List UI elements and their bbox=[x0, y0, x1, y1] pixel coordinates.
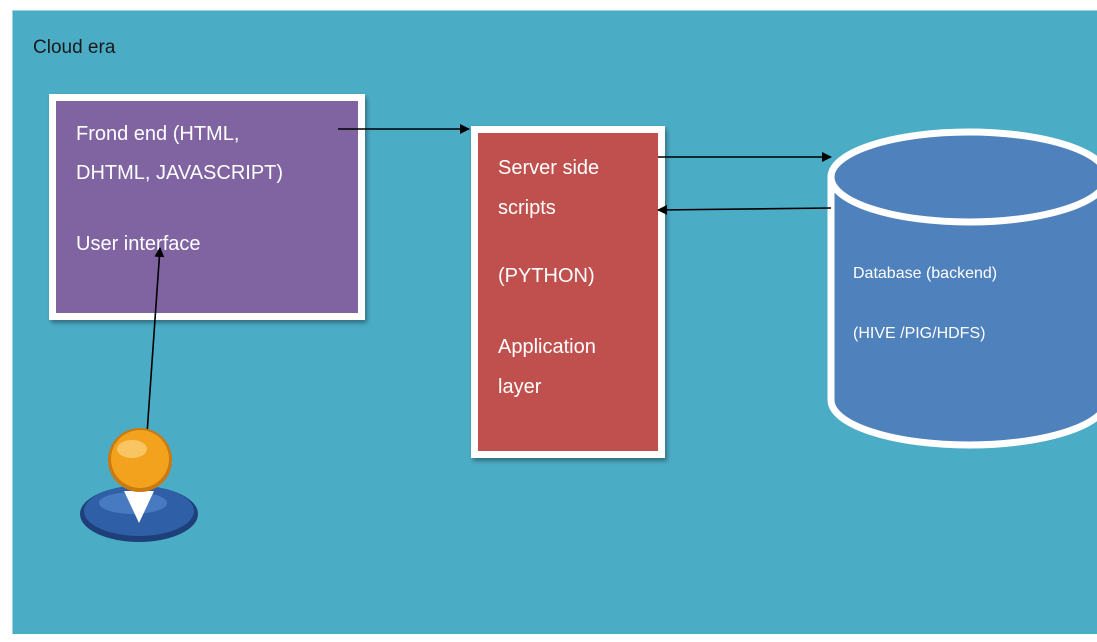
diagram-overlay bbox=[80, 124, 1097, 542]
database-cylinder bbox=[827, 128, 1097, 449]
server-label-line2: scripts bbox=[498, 197, 556, 219]
frontend-box: Frond end (HTML, DHTML, JAVASCRIPT) User… bbox=[49, 94, 365, 320]
frontend-label-line2: DHTML, JAVASCRIPT) bbox=[76, 162, 284, 184]
frontend-label-line1: Frond end (HTML, bbox=[76, 123, 240, 145]
arrow-database-to-server bbox=[657, 204, 832, 215]
database-label-line2: (HIVE /PIG/HDFS) bbox=[853, 325, 986, 342]
diagram-title: Cloud era bbox=[33, 37, 116, 58]
database-label-line1: Database (backend) bbox=[853, 265, 998, 282]
server-label-line5: layer bbox=[498, 376, 542, 398]
arrow-user-to-frontend bbox=[145, 247, 165, 449]
diagram-canvas: Cloud era Frond end (HTML, DHTML, JAVASC… bbox=[12, 10, 1097, 634]
frontend-label-line3: User interface bbox=[76, 233, 201, 255]
server-label-line3: (PYTHON) bbox=[498, 265, 595, 287]
server-box: Server side scripts (PYTHON) Application… bbox=[471, 126, 665, 458]
user-icon bbox=[80, 428, 198, 542]
server-label-line1: Server side bbox=[498, 157, 600, 179]
server-label-line4: Application bbox=[498, 336, 596, 358]
